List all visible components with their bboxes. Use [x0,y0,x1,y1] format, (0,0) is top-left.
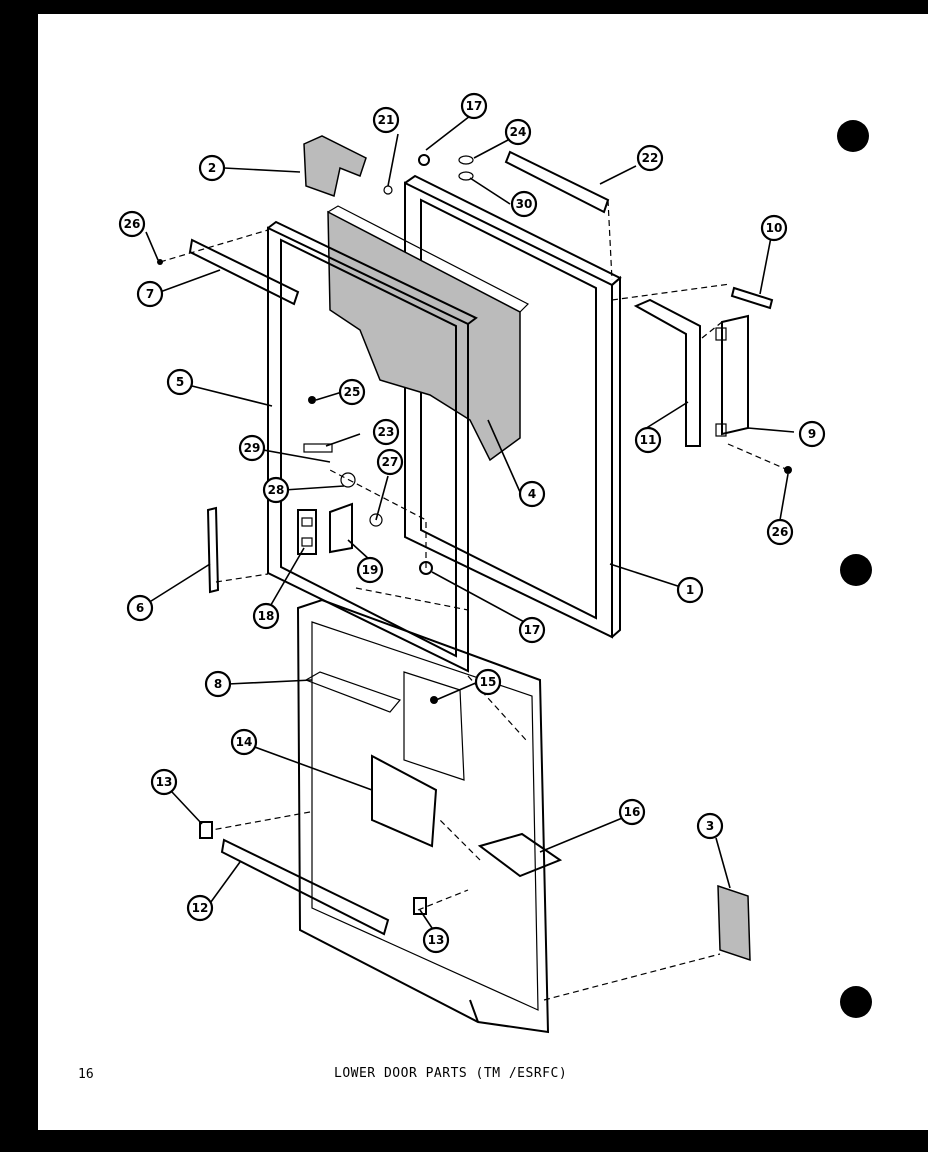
callout-13-right: 13 [422,926,450,954]
callout-17-top: 17 [460,92,488,120]
button-part-24 [458,155,474,165]
bracket-part-2 [303,135,367,197]
callout-3: 3 [696,812,724,840]
svg-text:17: 17 [524,623,541,637]
svg-text:14: 14 [236,735,253,749]
screw-part-15 [430,696,438,704]
strip-part-7 [188,238,300,306]
svg-text:16: 16 [624,805,641,819]
door-liner-part-5 [267,220,478,673]
callout-21: 21 [372,106,400,134]
bottom-trim-part-12 [220,838,390,936]
callout-25: 25 [338,378,366,406]
hinge-part-19 [303,443,383,554]
svg-text:8: 8 [214,677,222,691]
callout-26-left: 26 [118,210,146,238]
callout-27: 27 [376,448,404,476]
handle-part-11 [633,298,701,447]
callout-12: 12 [186,894,214,922]
callout-26-right: 26 [766,518,794,546]
callout-9: 9 [798,420,826,448]
svg-text:4: 4 [528,487,536,501]
svg-text:26: 26 [772,525,789,539]
screw-part-25 [308,396,316,404]
callout-7: 7 [136,280,164,308]
binder-hole-top [837,120,869,152]
strip-part-10 [730,286,774,310]
binder-hole-bottom [840,986,872,1018]
callout-2: 2 [198,154,226,182]
svg-text:11: 11 [640,433,657,447]
callout-6: 6 [126,594,154,622]
svg-text:25: 25 [344,385,361,399]
svg-text:3: 3 [706,819,714,833]
callout-29: 29 [238,434,266,462]
svg-text:7: 7 [146,287,154,301]
svg-text:15: 15 [480,675,497,689]
svg-text:9: 9 [808,427,816,441]
door-frame-part-1 [404,174,622,639]
callout-19: 19 [356,556,384,584]
svg-text:6: 6 [136,601,144,615]
svg-text:10: 10 [766,221,783,235]
lower-door-part-8 [296,598,550,1034]
hinge-plate-part-18 [297,509,317,555]
screw-part-21 [383,185,393,195]
svg-text:22: 22 [642,151,659,165]
tray-part-16 [477,832,563,878]
top-trim-part-22 [504,150,610,214]
plug-part-17-top [418,154,430,166]
callout-24: 24 [504,118,532,146]
svg-text:13: 13 [428,933,445,947]
callout-15: 15 [474,668,502,696]
diagram-sheet [38,14,928,1130]
svg-text:23: 23 [378,425,395,439]
strip-part-6 [206,506,220,594]
svg-text:17: 17 [466,99,483,113]
svg-text:12: 12 [192,901,209,915]
callout-23: 23 [372,418,400,446]
callout-16: 16 [618,798,646,826]
svg-text:30: 30 [516,197,533,211]
callout-14: 14 [230,728,258,756]
callout-1: 1 [676,576,704,604]
insulation-panel-part-4 [327,205,530,462]
callout-8: 8 [204,670,232,698]
callout-17-bottom: 17 [518,616,546,644]
callout-5: 5 [166,368,194,396]
svg-text:24: 24 [510,125,527,139]
callout-18: 18 [252,602,280,630]
block-part-3 [717,884,751,962]
clip-part-13-right [413,897,427,915]
washer-part-30 [458,171,474,181]
svg-text:21: 21 [378,113,395,127]
svg-text:27: 27 [382,455,399,469]
svg-text:13: 13 [156,775,173,789]
diagram-caption: LOWER DOOR PARTS (TM /ESRFC) [334,1066,568,1081]
clip-part-13-left [199,821,213,839]
svg-text:29: 29 [244,441,261,455]
binder-hole-middle [840,554,872,586]
svg-text:28: 28 [268,483,285,497]
callout-22: 22 [636,144,664,172]
svg-text:1: 1 [686,583,694,597]
panel-part-14 [371,754,438,848]
callout-11: 11 [634,426,662,454]
svg-text:19: 19 [362,563,379,577]
callout-28: 28 [262,476,290,504]
page-number: 16 [78,1067,94,1082]
callout-13-left: 13 [150,768,178,796]
svg-text:2: 2 [208,161,216,175]
svg-text:5: 5 [176,375,184,389]
callout-30: 30 [510,190,538,218]
svg-text:26: 26 [124,217,141,231]
handle-clip-part-9 [715,314,749,437]
svg-text:18: 18 [258,609,275,623]
callout-4: 4 [518,480,546,508]
callout-10: 10 [760,214,788,242]
